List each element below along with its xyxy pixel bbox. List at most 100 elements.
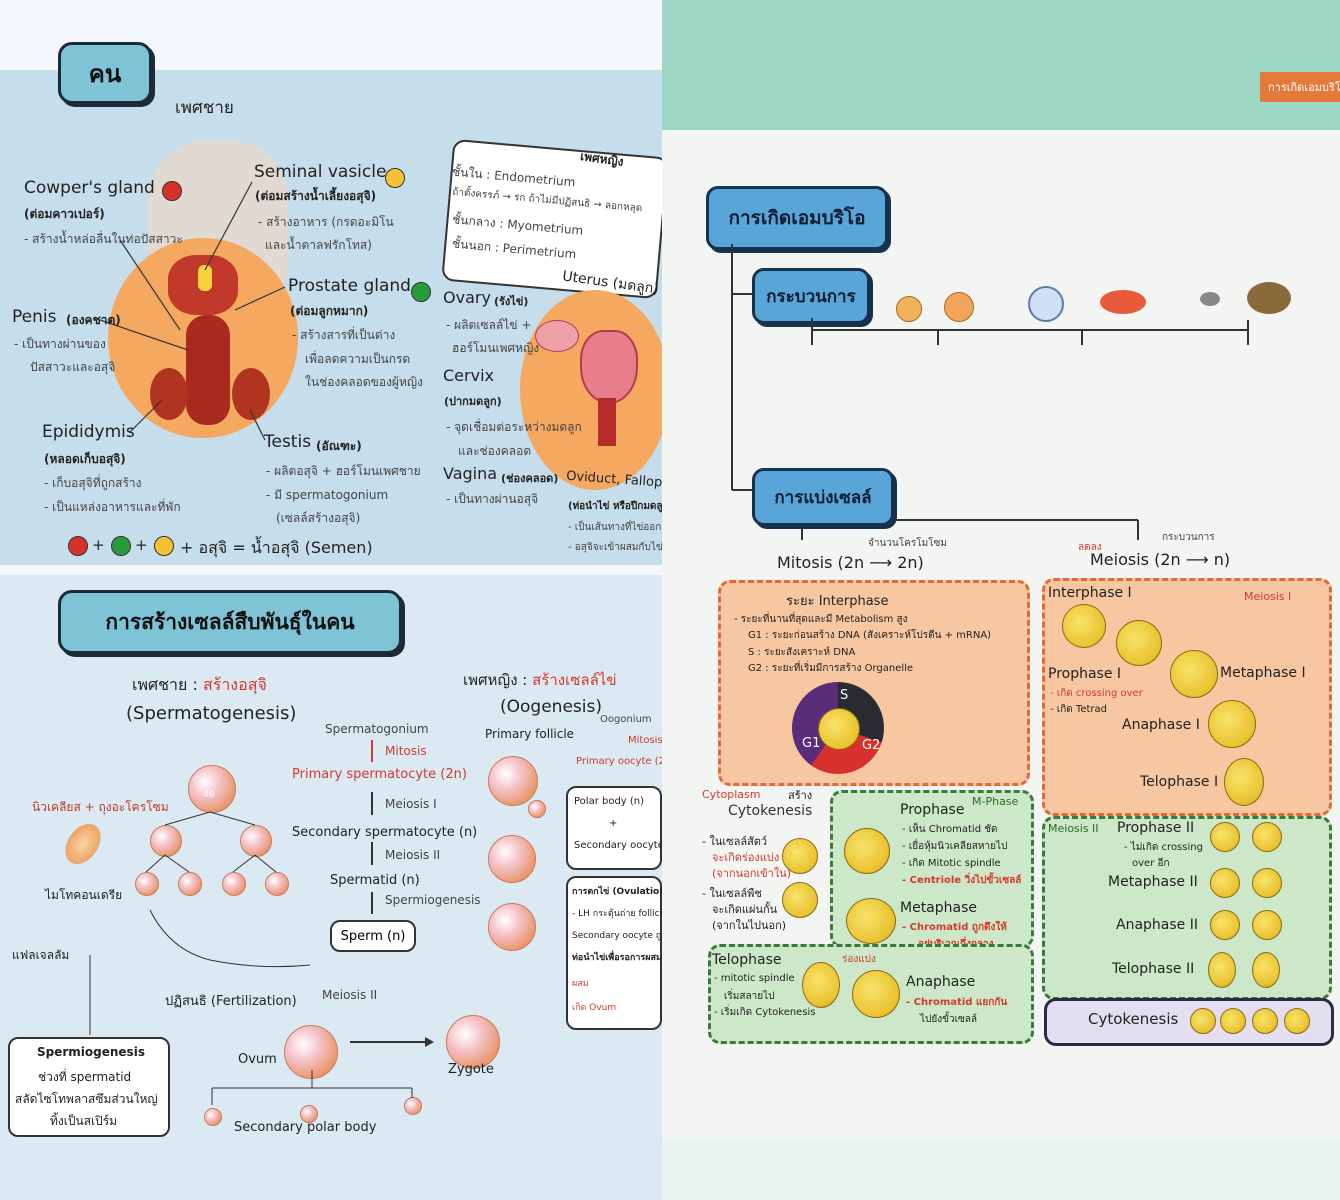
prophase-2: - เยื่อหุ้มนิวเคลียสหายไป: [902, 841, 1008, 852]
prophase-cell: [844, 828, 890, 874]
process-box: กระบวนการ: [752, 268, 870, 324]
cytokenesis-label: Cytokenesis: [728, 803, 813, 819]
animal-2: จะเกิดร่องแบ่ง: [712, 851, 780, 864]
interphase-title: ระยะ Interphase: [786, 594, 889, 609]
polar-box-2: +: [609, 818, 618, 829]
right-page: การเกิดเอมบริโอ การเกิดเอมบริโอ กระบวนกา…: [662, 0, 1340, 1200]
prostate-thai: (ต่อมลูกหมาก): [290, 304, 369, 318]
prostate-desc2: เพื่อลดความเป็นกรด: [305, 352, 411, 366]
meiosis2-label: Meiosis II: [385, 848, 441, 862]
epididymis-desc2: - เป็นแหล่งอาหารและที่พัก: [44, 500, 181, 514]
anaphase-cell: [852, 970, 900, 1018]
cowper-name: Cowper's gland: [24, 178, 155, 198]
interphase1-cell: [1062, 604, 1106, 648]
spermiogenesis-label: Spermiogenesis: [385, 893, 481, 907]
testis-name: Testis: [264, 432, 312, 452]
vagina-name: Vagina: [443, 464, 498, 483]
cycle-g1: G1: [802, 736, 821, 751]
prophase2-2: over อีก: [1132, 858, 1170, 869]
telophase-cell: [802, 962, 840, 1008]
cowper-thai: (ต่อมคาวเปอร์): [24, 207, 105, 221]
cowper-red-dot: [162, 181, 182, 201]
anatomy-leader-lines: [99, 181, 286, 441]
cycle-s: S: [840, 688, 849, 703]
penis-desc1: - เป็นทางผ่านของ: [14, 337, 106, 351]
plant-cell-icon: [782, 882, 818, 918]
ovum-cell: [284, 1025, 338, 1079]
cervix-desc1: - จุดเชื่อมต่อระหว่างมดลูก: [446, 420, 582, 434]
prophase1-2: - เกิด Tetrad: [1050, 704, 1108, 715]
ovulation-5: ผสม: [572, 979, 589, 989]
prophase1-cell: [1116, 620, 1162, 666]
seminal-desc2: และน้ำตาลฟรักโทส): [265, 238, 372, 252]
female-gam-red: สร้างเซลล์ไข่: [532, 671, 617, 689]
gametogenesis-title-box: การสร้างเซลล์สืบพันธุ์ในคน: [58, 590, 402, 654]
polar-box-1: Polar body (n): [574, 796, 645, 807]
penis-name: Penis: [12, 307, 57, 327]
secondary-spermatocyte-label: Secondary spermatocyte (n): [292, 825, 478, 840]
vagina-thai: (ช่องคลอด): [501, 472, 559, 485]
prophase-3: - เกิด Mitotic spindle: [902, 858, 1001, 869]
first-polar-body: [528, 800, 546, 818]
anaphase-1: - Chromatid แยกกัน: [906, 997, 1008, 1008]
prostate-desc3: ในช่องคลอดของผู้หญิง: [305, 375, 423, 389]
final-cell-2: [1220, 1008, 1246, 1034]
mitosis-note: จำนวนโครโมโซม: [868, 538, 947, 549]
spermatid-cell-4: [265, 872, 289, 896]
uterus-shape: [580, 330, 638, 404]
cowper-desc: - สร้างน้ำหล่อลื่นในท่อปัสสาวะ: [24, 232, 183, 246]
oviduct-thai: (ท่อนำไข่ หรือปีกมดลูก): [568, 501, 662, 512]
penis-thai: (องคชาต): [66, 313, 121, 327]
final-cell-3: [1252, 1008, 1278, 1034]
zygote-cell: [446, 1015, 500, 1069]
interphase-g2: G2 : ระยะที่เริ่มมีการสร้าง Organelle: [748, 663, 914, 674]
morula-icon: [944, 292, 974, 322]
blastula-icon: [1028, 286, 1064, 322]
male-gam-prefix: เพศชาย :: [132, 675, 203, 694]
oviduct-desc1: - เป็นเส้นทางที่ไข่ออกจากรังไข่: [568, 522, 662, 533]
penis-desc2: ปัสสาวะและอสุจิ: [30, 360, 116, 374]
metaphase-cell: [846, 898, 896, 944]
chapter-tab-label: การเกิดเอมบริโอ: [1268, 81, 1340, 94]
semen-red-dot: [68, 536, 88, 556]
spermatid-cell-3: [222, 872, 246, 896]
epididymis-desc1: - เก็บอสุจิที่ถูกสร้าง: [44, 476, 142, 490]
spermio-box-2: สลัดไซโทพลาสซึมส่วนใหญ่: [15, 1092, 158, 1106]
prophase-1: - เห็น Chromatid ชัด: [902, 824, 998, 835]
telophase-1: - mitotic spindle: [714, 973, 795, 984]
metaphase1-title: Metaphase I: [1220, 665, 1306, 681]
process-note: กระบวนการ: [1162, 532, 1215, 543]
spermio-box: [8, 1037, 170, 1137]
final-cell-1: [1190, 1008, 1216, 1034]
process-box-label: กระบวนการ: [766, 286, 856, 307]
metaphase-title: Metaphase: [900, 900, 978, 916]
telophase1-cell: [1224, 758, 1264, 806]
plus-2: +: [135, 536, 148, 554]
bottom-band: [662, 1140, 1340, 1200]
polar-body-3: [404, 1097, 422, 1115]
spermatogonium-label: Spermatogonium: [325, 722, 429, 736]
prostate-green-dot: [411, 282, 431, 302]
primary-follicle-cell: [488, 756, 538, 806]
cell-46-label: 46: [203, 790, 215, 800]
mphase-label: M-Phase: [972, 795, 1019, 808]
metaphase2-cell-a: [1210, 868, 1240, 898]
prophase2-cell-b: [1252, 822, 1282, 852]
primary-oocyte-label: Primary oocyte (2n): [576, 756, 662, 767]
cervix-desc2: และช่องคลอด: [458, 444, 532, 458]
seminal-yellow-dot: [385, 168, 405, 188]
epididymis-name: Epididymis: [42, 422, 135, 442]
testis-desc1: - ผลิตอสุจิ + ฮอร์โมนเพศชาย: [266, 464, 421, 478]
frog-icon: [1247, 282, 1291, 314]
spermatid-label: Spermatid (n): [330, 873, 420, 888]
seminal-desc1: - สร้างอาหาร (กรดอะมิโน: [258, 215, 394, 229]
prophase2-1: - ไม่เกิด crossing: [1124, 842, 1203, 853]
top-green-band: [662, 0, 1340, 130]
testis-desc3: (เซลล์สร้างอสุจิ): [276, 511, 361, 525]
mitosis-f-label: Mitosis: [628, 735, 662, 746]
secondary-polar-label: Secondary polar body: [234, 1120, 377, 1135]
interphase-1: - ระยะที่นานที่สุดและมี Metabolism สูง: [734, 614, 908, 625]
meiosis2-tag: Meiosis II: [1048, 822, 1099, 835]
sperm-label: Sperm (n): [340, 928, 406, 944]
plant-3: (จากในไปนอก): [712, 919, 787, 932]
